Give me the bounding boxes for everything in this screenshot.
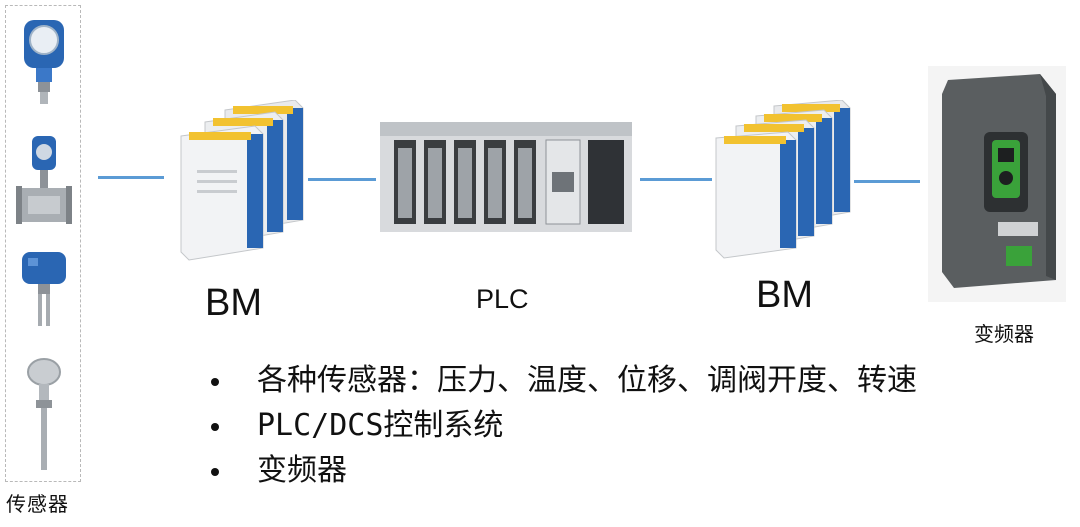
sensor-group-frame [5,5,81,482]
link-plc-bm [640,178,712,181]
bm-label-right: BM [756,274,813,316]
temperature-probe-icon [27,358,61,470]
variable-frequency-drive-image [928,66,1066,302]
bm-label-left: BM [205,282,262,324]
flow-meter-icon [16,136,72,224]
link-bm-drive [854,180,920,183]
pressure-transmitter-icon [24,20,64,104]
bm-isolator-modules-image [715,100,851,259]
sensor-caption: 传感器 [6,492,69,516]
plc-rack-image [380,122,632,232]
feature-item: 各种传感器：压力、温度、位移、调阀开度、转速 [205,358,917,403]
feature-item: PLC/DCS控制系统 [205,403,917,448]
drive-caption: 变频器 [974,322,1034,346]
plc-label: PLC [476,284,529,314]
feature-item: 变频器 [205,448,917,493]
level-switch-icon [22,252,66,326]
link-bm-plc [308,178,376,181]
link-sensors-bm [98,176,164,179]
bm-isolator-modules-image [180,100,304,261]
feature-list: 各种传感器：压力、温度、位移、调阀开度、转速 PLC/DCS控制系统 变频器 [205,358,917,493]
